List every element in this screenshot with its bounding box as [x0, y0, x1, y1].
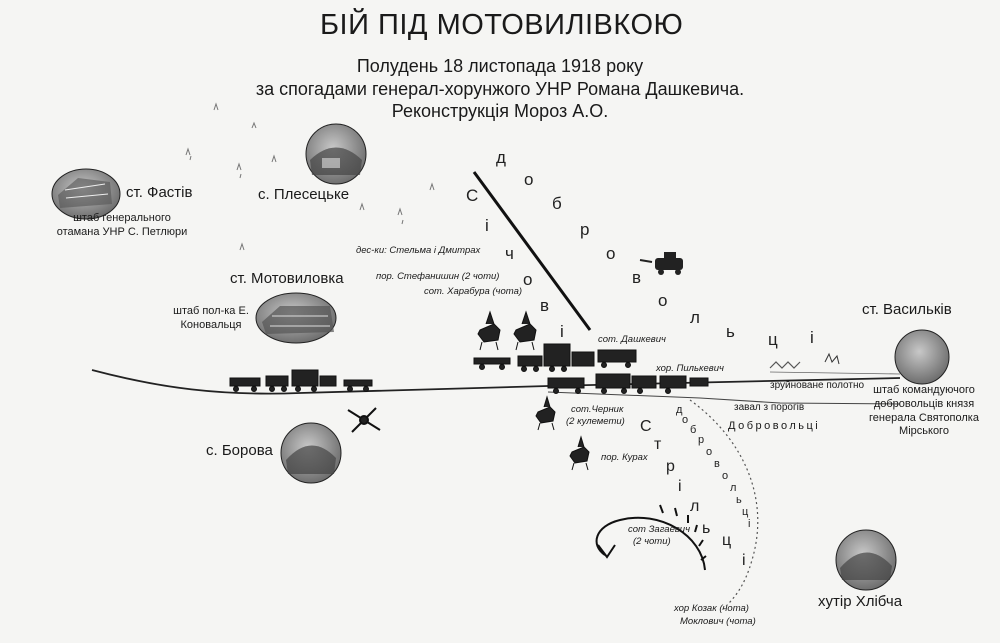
- label-dobrovoltsi-line: Добровольці: [728, 420, 821, 432]
- sichovi-front-line: [472, 171, 592, 331]
- unit-stefanyshyn: пор. Стефанишин (2 чоти): [376, 271, 500, 282]
- zahevych-arrow: [595, 504, 707, 571]
- letter-striltsi-1: т: [654, 436, 662, 453]
- letter-dobrovoltsi_small-8: ь: [736, 494, 742, 506]
- note-motovylovka: штаб пол-ка Е. Коновальця: [173, 305, 249, 331]
- armored-car-icon: [639, 252, 683, 275]
- railway-line: [91, 369, 901, 405]
- destroyed-track-mark: [769, 361, 801, 369]
- label-destroyed-track: зруйноване полотно: [770, 380, 865, 391]
- map-subtitle-author: Реконструкція Мороз А.О.: [391, 101, 609, 121]
- unit-stelma: дес-ки: Стельма і Дмитрах: [356, 245, 481, 256]
- unit-zahevych: сот Загаевич: [628, 524, 691, 535]
- unit-kharabura: сот. Харабура (чота): [424, 286, 523, 297]
- striltsi-arc: [689, 399, 759, 611]
- letter-striltsi-5: ь: [702, 520, 711, 537]
- plesetske-village-photo: [305, 123, 367, 185]
- letter-dobrovoltsi_small-9: ц: [742, 506, 749, 518]
- letter-dobrovoltsi_small-0: д: [676, 404, 683, 416]
- letter-striltsi-7: і: [742, 552, 746, 569]
- label-motovylovka: ст. Мотовиловка: [230, 270, 344, 287]
- armored-train-icon: [473, 343, 709, 394]
- unit-kozak: хор Козак (чота): [674, 603, 749, 614]
- armored-train-icon: [229, 369, 373, 392]
- letter-striltsi-4: л: [690, 498, 700, 515]
- letter-dobrovoltsi_small-1: о: [682, 414, 689, 426]
- unit-chernyk-note: (2 кулемети): [566, 416, 625, 427]
- explosion-mark: [824, 352, 840, 365]
- letter-striltsi-0: С: [640, 418, 652, 435]
- label-blockage: завал з порогів: [734, 402, 805, 413]
- letter-dobrovoltsi_arc-9: ц: [768, 330, 778, 349]
- letter-dobrovoltsi_small-10: і: [748, 518, 751, 530]
- letter-striltsi-3: і: [678, 478, 682, 495]
- letter-dobrovoltsi_small-5: в: [714, 458, 720, 470]
- unit-moklovych: Моклович (чота): [680, 616, 756, 627]
- letter-dobrovoltsi_small-7: л: [730, 482, 737, 494]
- cavalry-icon: [477, 310, 590, 471]
- letter-dobrovoltsi_arc-0: д: [496, 148, 506, 167]
- letter-sichovi-2: ч: [505, 244, 514, 263]
- letter-dobrovoltsi_arc-5: в: [632, 268, 642, 287]
- fastiv-station-photo: [51, 168, 121, 220]
- letter-dobrovoltsi_small-2: б: [690, 424, 697, 436]
- unit-dashkevych: сот. Дашкевич: [598, 334, 666, 345]
- label-plesetske: с. Плесецьке: [258, 186, 350, 203]
- map-title: БІЙ ПІД МОТОВИЛІВКОЮ: [320, 9, 684, 41]
- letter-sichovi-4: в: [540, 296, 550, 315]
- map-subtitle-source: за спогадами генерал-хорунжого УНР Роман…: [255, 79, 745, 99]
- letter-dobrovoltsi_arc-7: л: [690, 308, 700, 327]
- letter-dobrovoltsi_arc-2: б: [552, 194, 562, 213]
- label-fastiv: ст. Фастів: [126, 184, 193, 201]
- letter-striltsi-2: р: [666, 458, 675, 475]
- unit-zahevych-note: (2 чоти): [633, 536, 671, 547]
- label-khlibcha: хутір Хлібча: [818, 593, 903, 610]
- vasylkiv-station-circle: [894, 329, 950, 385]
- borova-village-photo: [280, 422, 342, 484]
- unit-pylkevych: хор. Пилькевич: [656, 363, 724, 374]
- letter-sichovi-0: С: [466, 186, 479, 205]
- letter-dobrovoltsi_arc-3: р: [580, 220, 590, 239]
- letter-dobrovoltsi_arc-10: і: [810, 328, 814, 347]
- label-vasylkiv: ст. Васильків: [862, 301, 952, 318]
- letter-dobrovoltsi_arc-8: ь: [726, 322, 735, 341]
- khlibcha-village-photo: [835, 529, 897, 591]
- motovylovka-station-photo: [255, 292, 337, 344]
- letter-sichovi-1: і: [485, 216, 489, 235]
- note-vasylkiv: штаб командуючого добровольців князя ген…: [869, 384, 979, 438]
- letter-dobrovoltsi_arc-1: о: [524, 170, 534, 189]
- label-borova: с. Борова: [206, 442, 273, 459]
- unit-chernyk: сот.Черник: [571, 404, 624, 415]
- note-fastiv: штаб генерального отамана УНР С. Петлюри: [56, 212, 188, 238]
- letter-sichovi-5: і: [560, 322, 564, 341]
- letter-striltsi-6: ц: [722, 532, 732, 549]
- letter-dobrovoltsi_small-6: о: [722, 470, 729, 482]
- letter-dobrovoltsi_small-4: о: [706, 446, 713, 458]
- biplane-icon: [347, 407, 381, 433]
- letter-dobrovoltsi_small-3: р: [698, 434, 705, 446]
- unit-kurakh: пор. Курах: [601, 452, 648, 463]
- letter-dobrovoltsi_arc-6: о: [658, 291, 668, 310]
- letter-sichovi-3: о: [523, 270, 533, 289]
- map-subtitle-date: Полудень 18 листопада 1918 року: [356, 56, 644, 76]
- tree-marks: [185, 102, 435, 251]
- letter-dobrovoltsi_arc-4: о: [606, 244, 616, 263]
